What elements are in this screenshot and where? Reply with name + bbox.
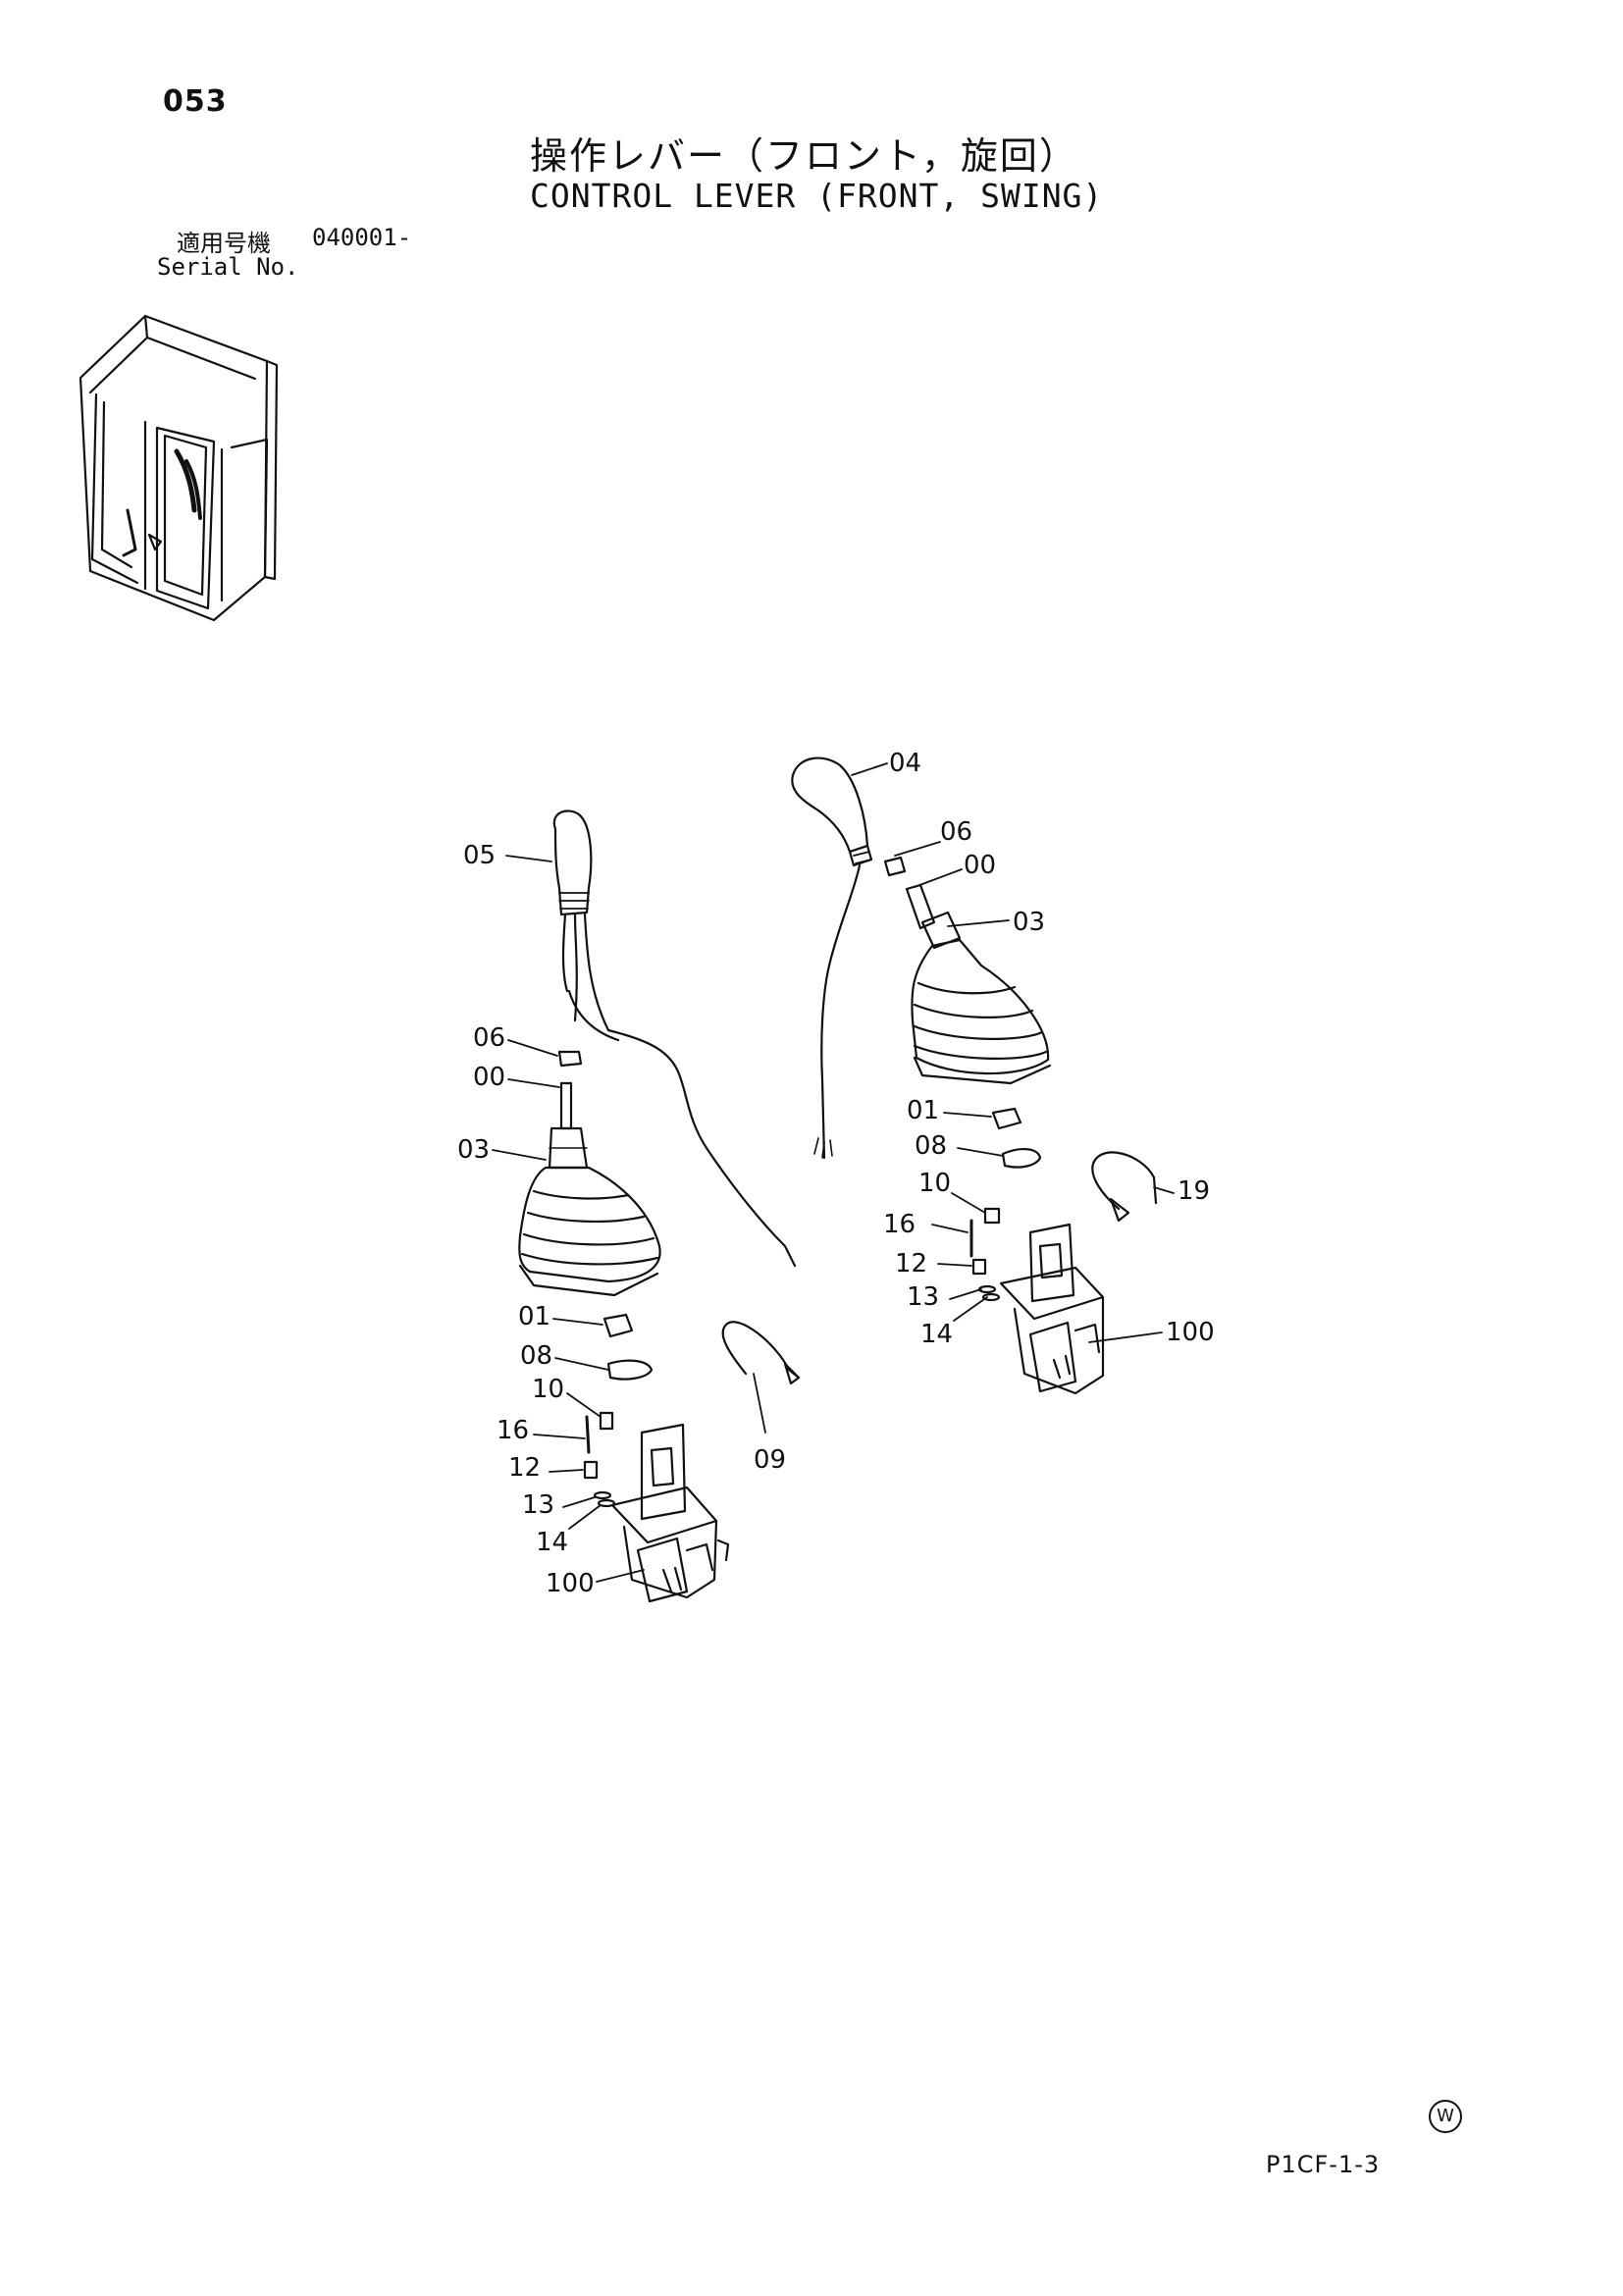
callout-left-100: 100 (546, 1569, 595, 1598)
title-japanese: 操作レバー（フロント，旋回） (530, 134, 1078, 178)
leader-lines (492, 762, 1175, 1583)
serial-value: 040001- (312, 224, 412, 251)
callout-left-05: 05 (463, 841, 496, 870)
serial-label-en: Serial No. (157, 253, 299, 281)
callout-left-12: 12 (508, 1453, 541, 1483)
callout-right-10: 10 (918, 1169, 951, 1198)
right-lever-assembly (791, 757, 1158, 1395)
callout-right-08: 08 (915, 1131, 947, 1161)
callout-right-03: 03 (1013, 908, 1045, 937)
left-lever-assembly (518, 809, 801, 1603)
callout-right-16: 16 (883, 1210, 916, 1239)
callout-right-00: 00 (964, 851, 996, 880)
cab-location-icon (79, 314, 279, 622)
callout-left-14: 14 (536, 1528, 568, 1557)
title-english: CONTROL LEVER (FRONT, SWING) (530, 177, 1104, 215)
callout-left-13: 13 (522, 1490, 554, 1520)
callout-right-14: 14 (920, 1320, 953, 1349)
callout-left-08: 08 (520, 1341, 552, 1371)
page-code: P1CF-1-3 (1266, 2151, 1381, 2178)
watermark-symbol: W (1429, 2100, 1462, 2133)
callout-right-04: 04 (889, 749, 921, 778)
callouts-right: 04 06 00 03 01 08 10 16 12 13 14 100 19 (883, 749, 1215, 1349)
callout-left-06: 06 (473, 1023, 505, 1053)
control-lever-icon (552, 809, 593, 916)
callout-right-01: 01 (907, 1096, 939, 1125)
callout-right-100: 100 (1166, 1318, 1215, 1347)
wire-clip-icon (721, 1321, 801, 1380)
callout-right-13: 13 (907, 1282, 939, 1312)
callout-right-06: 06 (940, 817, 972, 847)
callout-left-10: 10 (532, 1375, 564, 1404)
page-number: 053 (163, 84, 228, 119)
callout-left-16: 16 (497, 1416, 529, 1445)
callout-right-19: 19 (1178, 1176, 1210, 1206)
serial-label-jp: 適用号機 (177, 230, 271, 257)
callout-left-00: 00 (473, 1063, 505, 1092)
callout-left-09: 09 (754, 1445, 786, 1475)
callout-left-01: 01 (518, 1302, 550, 1331)
callouts-left: 05 06 00 03 01 08 10 16 12 13 14 100 09 (457, 841, 786, 1598)
callout-left-03: 03 (457, 1135, 490, 1165)
callout-right-12: 12 (895, 1249, 927, 1278)
